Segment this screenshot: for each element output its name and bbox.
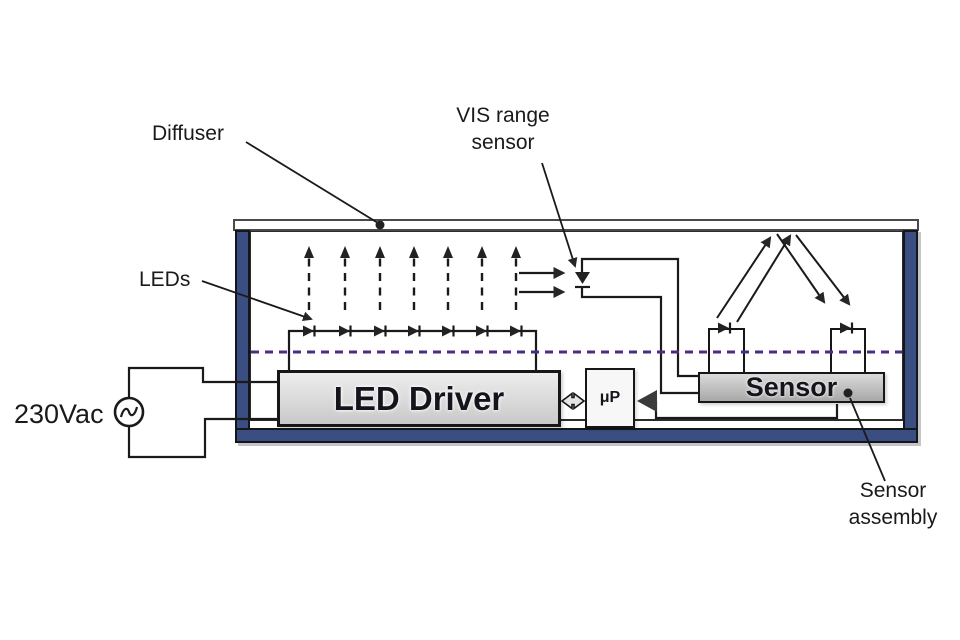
light-ray-down-1 [776, 233, 826, 304]
assembly-leader-line [849, 397, 886, 482]
sensor-block: Sensor [698, 372, 885, 403]
vis-range-sensor-label-line2: sensor [471, 130, 535, 154]
vis-photodiode-icon [575, 272, 590, 289]
diffuser-leader-dot [375, 220, 385, 230]
microprocessor-block: μP [585, 368, 635, 428]
mains-wire-top [127, 366, 279, 397]
sensor-assembly-label-line2: assembly [848, 505, 938, 529]
led-emission-arrows [304, 246, 521, 310]
mains-wire-bottom [127, 417, 279, 459]
vis-wire-bottom [580, 288, 699, 395]
leds-label: LEDs [139, 268, 191, 291]
diffuser-leader-line [245, 141, 379, 224]
light-ray-up-2 [736, 234, 792, 323]
mains-voltage-label: 230Vac [14, 399, 104, 429]
vis-range-sensor-label: VIS range sensor [441, 103, 565, 156]
light-ray-down-2 [795, 234, 851, 306]
photodiode-icon-right [840, 322, 854, 334]
sensor-to-mcu-wire [654, 401, 839, 420]
led-driver-block: LED Driver [277, 370, 561, 427]
sensor-assembly-label-line1: Sensor [859, 479, 927, 502]
led-diode-icon [303, 325, 523, 337]
vis-wire-top [580, 257, 699, 378]
leds-leader-arrow [201, 280, 313, 322]
photodiode-icon-left [718, 322, 732, 334]
assembly-leader-dot [843, 388, 853, 398]
bidirectional-arrow-icon [560, 391, 586, 411]
light-ray-up-1 [716, 236, 772, 319]
diffuser-panel [233, 219, 919, 231]
enclosure-wall-bottom [235, 428, 918, 443]
sensor-assembly-label: Sensor assembly [834, 478, 952, 531]
diffuser-label: Diffuser [152, 122, 224, 145]
ac-source-icon [113, 396, 145, 428]
mcu-input-arrowhead [637, 390, 657, 412]
vis-leader-arrow [541, 162, 578, 268]
vis-range-sensor-label-line1: VIS range [456, 104, 550, 127]
